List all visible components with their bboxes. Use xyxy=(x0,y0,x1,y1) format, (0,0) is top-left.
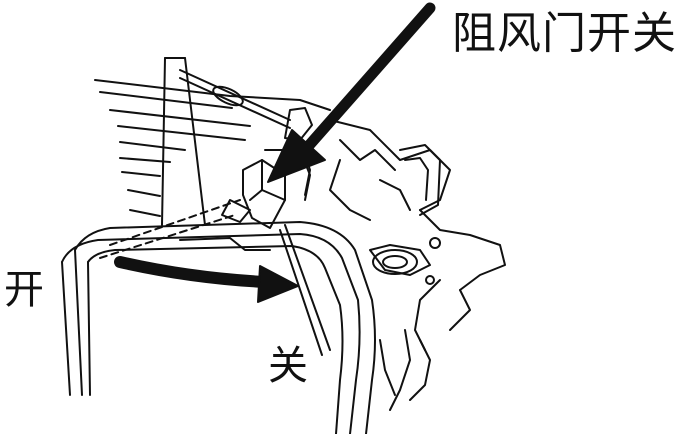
fuel-tank xyxy=(61,221,376,435)
close-leader-line-2 xyxy=(279,229,323,356)
engine-body xyxy=(94,79,506,411)
choke-rod xyxy=(161,57,291,226)
choke-switch-label: 阻风门开关 xyxy=(452,8,677,59)
dashed-guides xyxy=(99,199,241,259)
arrow-pointer-icon xyxy=(267,2,436,183)
curved-arrow-icon xyxy=(114,256,299,303)
close-label: 关 xyxy=(268,343,308,389)
open-label: 开 xyxy=(4,267,44,313)
